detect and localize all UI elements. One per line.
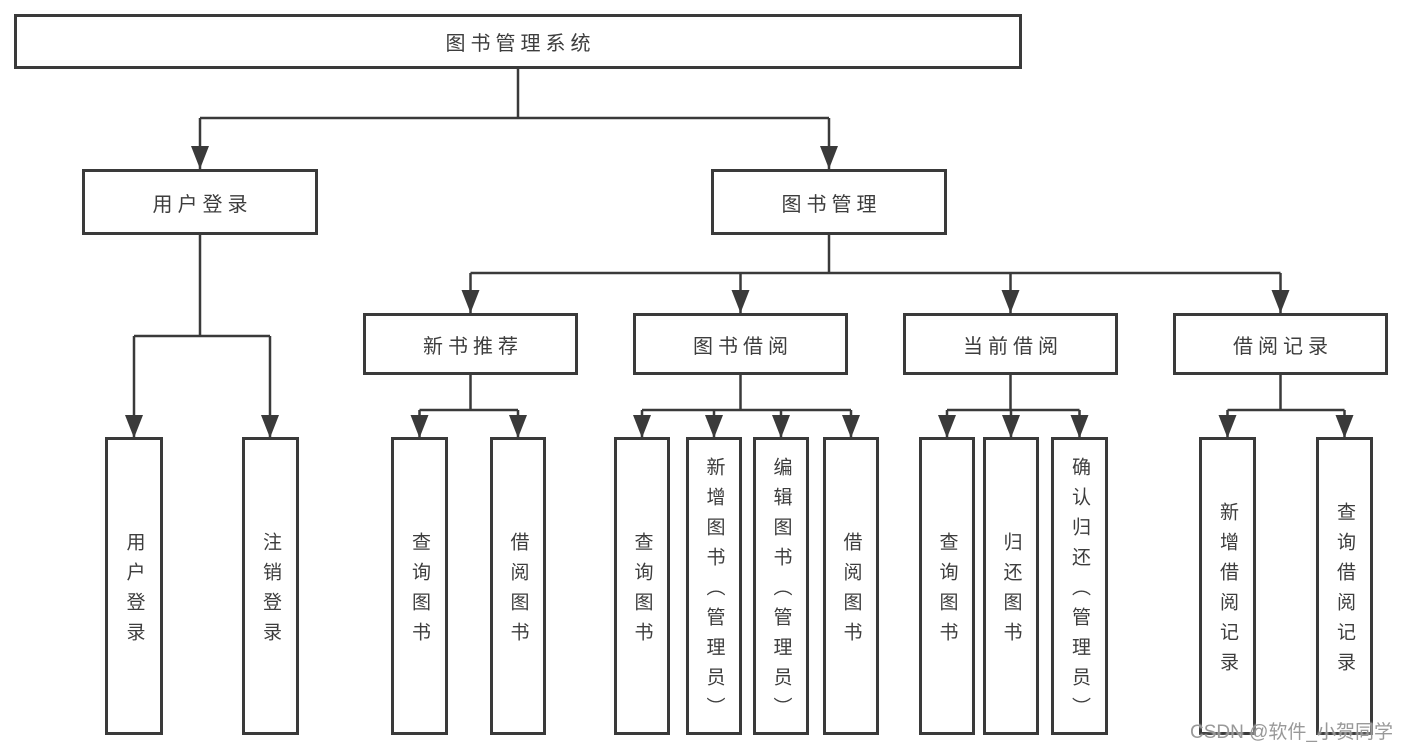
leaf-borrow-books-recommend: 借阅图书 — [490, 437, 546, 735]
csdn-watermark: CSDN @软件_小贺同学 — [1190, 722, 1393, 743]
leaf-logout: 注销登录 — [242, 437, 299, 735]
leaf-query-books-current: 查询图书 — [919, 437, 975, 735]
node-root: 图书管理系统 — [14, 14, 1022, 69]
leaf-query-books-recommend: 查询图书 — [391, 437, 448, 735]
leaf-query-books-borrow: 查询图书 — [614, 437, 670, 735]
leaf-borrow-books: 借阅图书 — [823, 437, 879, 735]
node-label: 查询图书 — [631, 531, 653, 652]
node-label: 查询图书 — [936, 531, 958, 652]
node-book-management: 图书管理 — [711, 169, 947, 235]
node-label: 图书管理 — [781, 193, 882, 216]
node-label: 图书借阅 — [693, 335, 793, 358]
arrow-down-icons — [125, 146, 1354, 438]
node-label: 确认归还（管理员） — [1069, 456, 1090, 727]
node-current-borrow: 当前借阅 — [903, 313, 1118, 375]
node-label: 用户登录 — [152, 193, 253, 216]
leaf-query-borrow-record: 查询借阅记录 — [1316, 437, 1373, 735]
node-label: 借阅图书 — [507, 531, 529, 652]
leaf-user-login: 用户登录 — [105, 437, 163, 735]
node-new-book-recommend: 新书推荐 — [363, 313, 578, 375]
node-label: 新书推荐 — [423, 335, 523, 358]
leaf-edit-book-admin: 编辑图书（管理员） — [753, 437, 809, 735]
node-label: 借阅记录 — [1233, 335, 1333, 358]
node-label: 编辑图书（管理员） — [770, 456, 792, 727]
node-label: 新增借阅记录 — [1217, 501, 1238, 682]
node-label: 注销登录 — [260, 531, 281, 652]
node-user-login: 用户登录 — [82, 169, 318, 235]
node-label: 图书管理系统 — [445, 33, 596, 55]
node-label: 归还图书 — [1000, 531, 1022, 652]
node-label: 用户登录 — [123, 531, 145, 652]
node-label: 当前借阅 — [963, 335, 1063, 358]
node-book-borrow: 图书借阅 — [633, 313, 848, 375]
node-label: 查询借阅记录 — [1334, 501, 1355, 682]
node-borrow-records: 借阅记录 — [1173, 313, 1388, 375]
leaf-add-book-admin: 新增图书（管理员） — [686, 437, 742, 735]
leaf-add-borrow-record: 新增借阅记录 — [1199, 437, 1256, 735]
connector-paths — [132, 69, 1346, 438]
node-label: 借阅图书 — [840, 531, 862, 652]
node-label: 新增图书（管理员） — [703, 456, 725, 727]
leaf-return-book: 归还图书 — [983, 437, 1039, 735]
leaf-confirm-return-admin: 确认归还（管理员） — [1051, 437, 1108, 735]
node-label: 查询图书 — [409, 531, 430, 652]
